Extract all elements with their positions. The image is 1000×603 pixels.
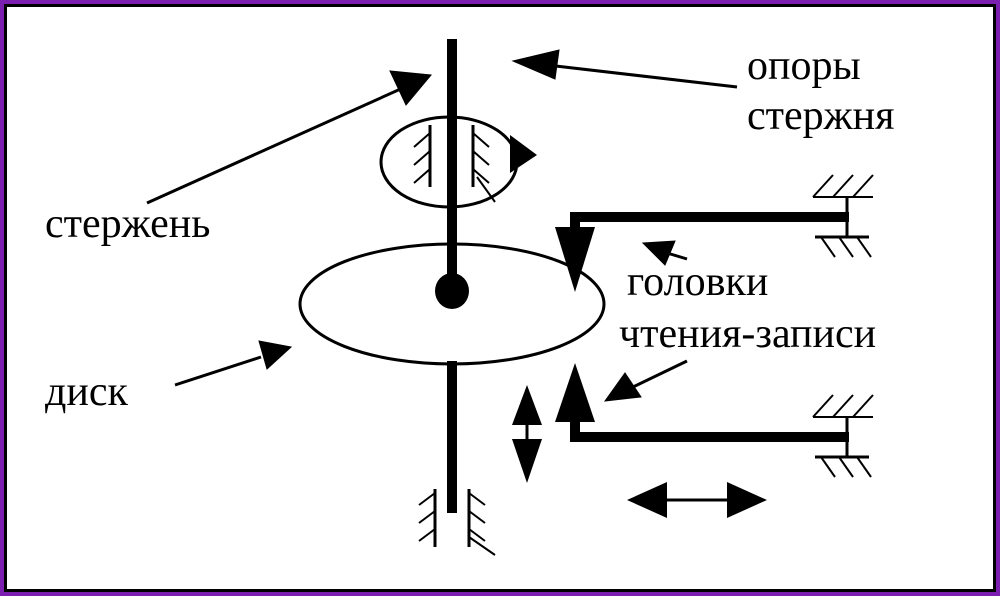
disk-drive-diagram: опоры стержня стержень диск головки чтен… [45,39,894,556]
horizontal-motion-arrow-icon [627,482,767,518]
label-rod: стержень [45,201,210,247]
lower-head-arm [555,363,874,478]
rotation-arrow-icon [510,135,537,173]
lower-rod-support [418,489,496,556]
upper-rod-support [379,115,519,209]
upper-head-arm [555,174,874,292]
label-supports-line1: опоры [747,43,861,89]
disk-ellipse [298,242,606,366]
pointer-arrows [146,49,738,402]
vertical-motion-arrow-icon [512,385,542,483]
label-disk: диск [45,369,128,415]
rod-hub [435,273,469,309]
label-heads-line2: чтения-записи [619,311,876,357]
label-supports-line2: стержня [747,93,894,139]
label-heads-line1: головки [627,259,768,305]
